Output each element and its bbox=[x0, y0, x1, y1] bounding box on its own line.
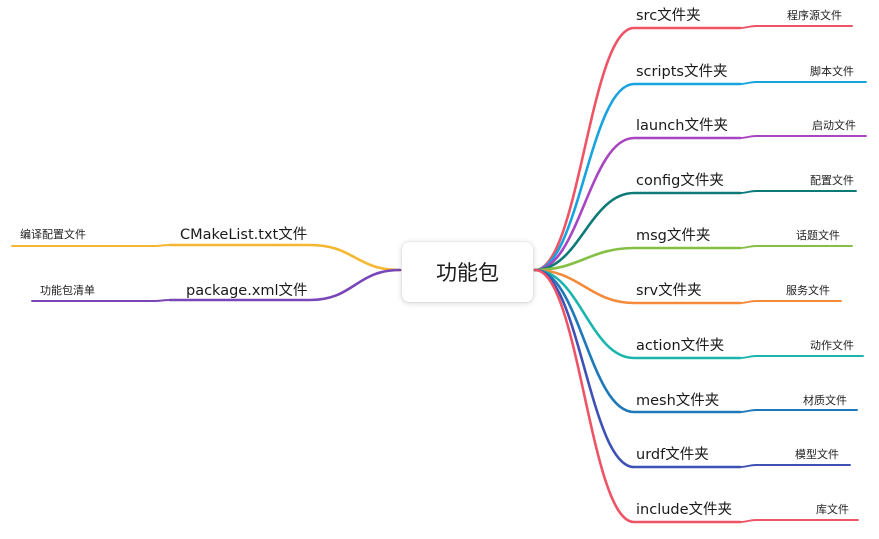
root-node[interactable]: 功能包 bbox=[402, 242, 533, 302]
note-scripts[interactable]: 脚本文件 bbox=[810, 65, 854, 78]
branch-srv[interactable]: srv文件夹 bbox=[636, 283, 702, 299]
branch-action[interactable]: action文件夹 bbox=[636, 338, 725, 354]
branch-cmakelist[interactable]: CMakeList.txt文件 bbox=[180, 227, 308, 243]
connector-config bbox=[533, 191, 742, 272]
branch-include[interactable]: include文件夹 bbox=[636, 502, 733, 518]
note-cmakelist[interactable]: 编译配置文件 bbox=[20, 228, 86, 241]
connector-src bbox=[533, 26, 742, 272]
connector-note-src bbox=[739, 25, 853, 29]
branch-src[interactable]: src文件夹 bbox=[636, 8, 701, 24]
note-urdf[interactable]: 模型文件 bbox=[795, 448, 839, 461]
note-src[interactable]: 程序源文件 bbox=[787, 9, 842, 22]
branch-config[interactable]: config文件夹 bbox=[636, 173, 724, 189]
connector-scripts bbox=[533, 82, 742, 272]
note-include[interactable]: 库文件 bbox=[816, 503, 849, 516]
branch-mesh[interactable]: mesh文件夹 bbox=[636, 393, 720, 409]
connector-note-cmakelist bbox=[11, 244, 171, 247]
connector-mesh bbox=[533, 268, 742, 414]
connector-launch bbox=[533, 136, 742, 272]
connector-package-xml bbox=[168, 268, 402, 302]
connector-cmakelist bbox=[168, 243, 402, 272]
connector-note-msg bbox=[739, 245, 853, 249]
connector-note-action bbox=[739, 355, 864, 359]
note-mesh[interactable]: 材质文件 bbox=[803, 394, 847, 407]
connector-urdf bbox=[533, 268, 742, 469]
connector-note-package-xml bbox=[31, 299, 171, 302]
branch-urdf[interactable]: urdf文件夹 bbox=[636, 447, 709, 463]
branch-launch[interactable]: launch文件夹 bbox=[636, 118, 728, 134]
connector-note-launch bbox=[739, 135, 867, 139]
note-srv[interactable]: 服务文件 bbox=[786, 284, 830, 297]
connector-note-config bbox=[739, 190, 857, 194]
connector-srv bbox=[533, 268, 742, 305]
connector-note-scripts bbox=[739, 81, 867, 85]
connector-note-include bbox=[739, 519, 859, 523]
note-launch[interactable]: 启动文件 bbox=[812, 119, 856, 132]
note-action[interactable]: 动作文件 bbox=[810, 339, 854, 352]
connector-note-srv bbox=[739, 300, 842, 304]
connector-include bbox=[533, 268, 742, 524]
branch-scripts[interactable]: scripts文件夹 bbox=[636, 64, 728, 80]
connector-action bbox=[533, 268, 742, 360]
note-msg[interactable]: 话题文件 bbox=[796, 229, 840, 242]
connector-note-mesh bbox=[739, 409, 858, 413]
root-node-label: 功能包 bbox=[436, 261, 499, 285]
branch-package-xml[interactable]: package.xml文件 bbox=[186, 283, 308, 299]
branch-msg[interactable]: msg文件夹 bbox=[636, 228, 711, 244]
connector-msg bbox=[533, 246, 742, 272]
note-package-xml[interactable]: 功能包清单 bbox=[40, 284, 95, 297]
connector-note-urdf bbox=[739, 464, 851, 468]
note-config[interactable]: 配置文件 bbox=[810, 174, 854, 187]
